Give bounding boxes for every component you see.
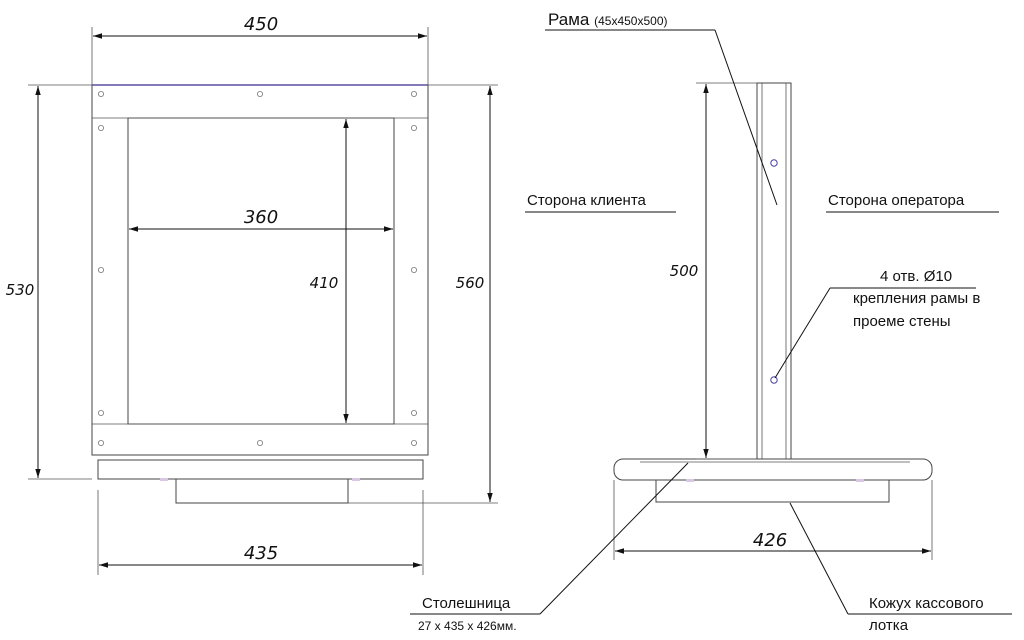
front-view: 450 360 410 530 560 435 — [6, 14, 498, 575]
leader-frame — [714, 29, 778, 206]
side-hole-top-icon — [770, 159, 778, 167]
tabletop-size-label: 27 x 435 x 426мм. — [418, 619, 517, 633]
tabletop-title-label: Столешница — [422, 595, 511, 612]
front-tray-clip-right — [352, 478, 360, 481]
holes-label-line3: проеме стены — [853, 313, 951, 330]
side-view: 500 426 Рама (45x450x500) Сторона клиент… — [410, 10, 1012, 634]
frame-inner-opening — [127, 117, 395, 425]
leader-holes — [774, 287, 831, 379]
operator-side-label: Сторона оператора — [828, 192, 965, 209]
tray-label-line2: лотка — [869, 617, 909, 634]
leader-tabletop — [539, 462, 689, 615]
side-hole-bottom-icon — [770, 376, 778, 384]
front-tabletop — [97, 459, 424, 480]
dim-label-530: 530 — [6, 281, 35, 299]
holes-label-line2: крепления рамы в — [853, 290, 980, 307]
leader-tray — [789, 502, 849, 615]
front-tray-clip-left — [160, 478, 168, 481]
dim-label-360: 360 — [244, 207, 278, 228]
dim-label-560: 560 — [456, 274, 485, 292]
frame-bolts — [98, 91, 417, 446]
dim-label-450: 450 — [244, 14, 278, 35]
dim-label-500: 500 — [670, 262, 699, 280]
side-frame-post — [756, 82, 792, 460]
client-side-label: Сторона клиента — [527, 192, 647, 209]
holes-label-line1: 4 отв. Ø10 — [880, 268, 952, 285]
frame-title-label: Рама (45x450x500) — [548, 10, 668, 29]
front-tray-cover — [175, 478, 349, 504]
dim-label-410: 410 — [310, 274, 339, 292]
dim-label-426: 426 — [753, 530, 787, 551]
dim-label-435: 435 — [244, 543, 278, 564]
tray-label-line1: Кожух кассового — [869, 595, 984, 612]
side-tray-cover — [655, 479, 890, 503]
